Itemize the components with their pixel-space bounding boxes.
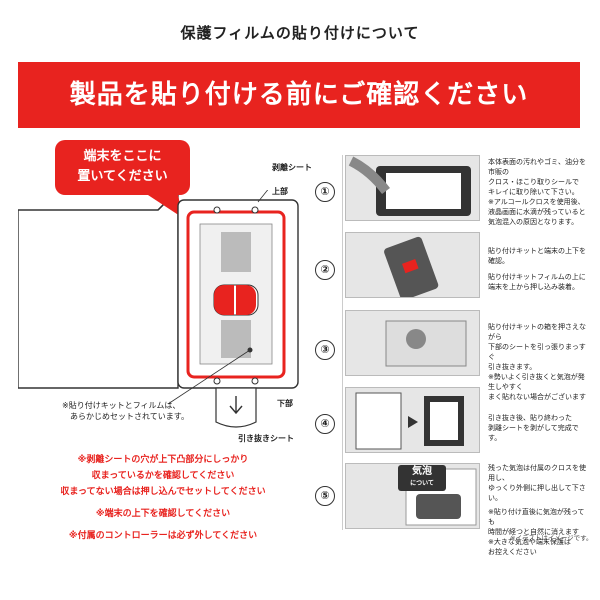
step-5-text: 残った気泡は付属のクロスを使用し、ゆっくり外側に押し出して下さい。※貼り付け直後… [488, 464, 586, 556]
step-2-image [345, 232, 480, 298]
warning-banner: 製品を貼り付ける前にご確認ください [18, 62, 580, 128]
step-2-number: ② [315, 260, 335, 280]
film-kit-illustration [18, 190, 299, 428]
step-3-text: 貼り付けキットの箱を押さえながら下部のシートを引っ張りまっすぐ引き抜きます。※勢… [488, 323, 586, 401]
steps-divider [342, 155, 343, 530]
film-tab-bottom [221, 320, 251, 358]
film-tab-top [221, 232, 251, 272]
leader-kit [167, 349, 251, 405]
warning-line-3: 収まってない場合は押し込んでセットしてください [60, 487, 266, 497]
bottom-label: 下部 [277, 399, 293, 408]
illustration-caption: ※イラストはイメージです。 [510, 534, 593, 542]
step-1-text: 本体表面の汚れやゴミ、油分を市販のクロス・ほこり取りシールでキレイに取り除いて下… [488, 158, 586, 226]
warning-line-4: ※端末の上下を確認してください [95, 509, 231, 519]
kit-note-line2: あらかじめセットされています。 [70, 412, 189, 421]
case-left-flap [18, 190, 179, 389]
peg-bottom-left [213, 377, 221, 385]
step-1-number: ① [315, 182, 335, 202]
peg-bottom-right [251, 377, 259, 385]
arrow-down-icon [229, 396, 243, 415]
kit-note-line1: ※貼り付けキットとフィルムは、 [62, 401, 181, 410]
step-4-number: ④ [315, 414, 335, 434]
place-device-callout: 端末をここに 置いてください [55, 140, 190, 195]
switch-icon-right [236, 285, 256, 315]
warning-line-5: ※付属のコントローラーは必ず外してください [68, 531, 258, 541]
leader-release [257, 190, 269, 203]
step-4-text: 引き抜き後、貼り終わった剥離シートを剥がして完成です。 [488, 414, 579, 442]
step-4-image [345, 387, 480, 453]
callout-pointer [148, 195, 183, 218]
page-title: 保護フィルムの貼り付けについて [180, 24, 420, 42]
step-3-image [345, 310, 480, 376]
step-3-number: ③ [315, 340, 335, 360]
callout-line1: 端末をここに [83, 149, 162, 164]
peg-top-left [213, 206, 221, 214]
warning-line-1: ※剥離シートの穴が上下凸部分にしっかり [77, 455, 249, 465]
peg-top-right [251, 206, 259, 214]
step-5-number: ⑤ [315, 486, 335, 506]
top-label: 上部 [272, 187, 288, 196]
pull-sheet-label: 引き抜きシート [238, 434, 294, 443]
step-2-text: 貼り付けキットと端末の上下を確認。貼り付けキットフィルムの上に端末を上から押し込… [488, 247, 586, 291]
warning-line-2: 収まっているかを確認してください [91, 471, 235, 481]
step-1-image [345, 155, 480, 221]
release-sheet-label: 剥離シート [272, 163, 312, 172]
switch-icon-left [214, 285, 234, 315]
bubble-tag: 気泡 について [398, 465, 446, 491]
callout-line2: 置いてください [77, 169, 168, 184]
step-5-image [345, 463, 480, 529]
